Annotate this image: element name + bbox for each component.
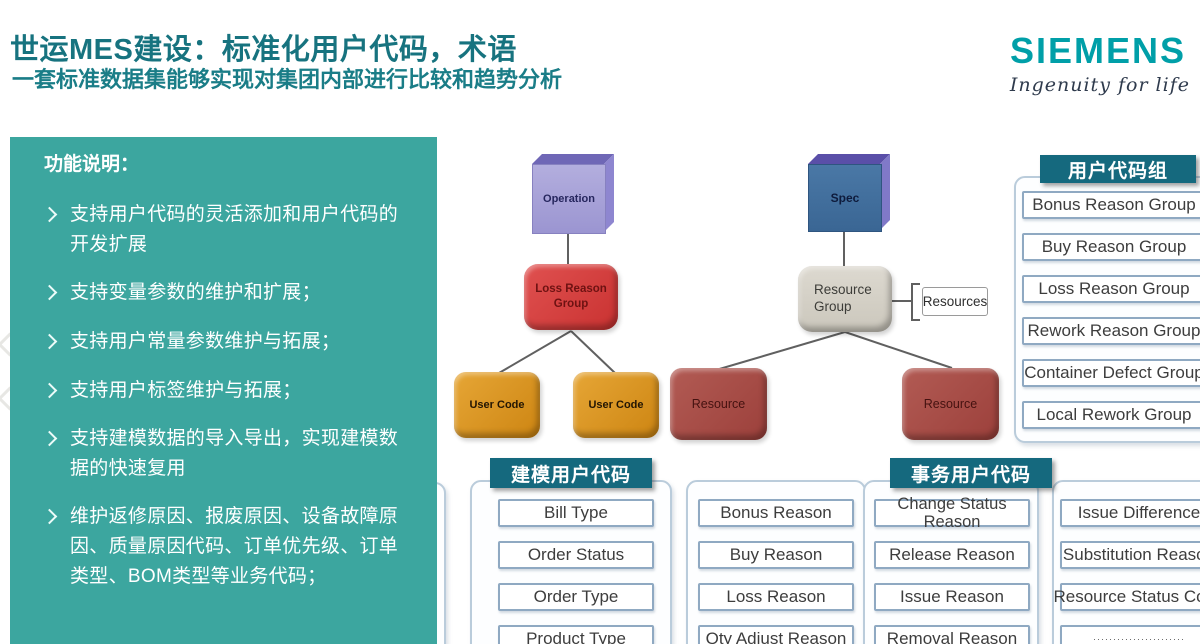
resource-group-node: Resource Group (798, 266, 892, 332)
list-item: Container Defect Group (1022, 359, 1200, 387)
arrow-right-icon (41, 382, 70, 415)
resources-label: Resources (922, 287, 988, 316)
list-item: Product Type (498, 625, 654, 644)
list-item: Local Rework Group (1022, 401, 1200, 429)
spec-cube-label: Spec (808, 164, 882, 232)
operation-cube-label: Operation (532, 164, 606, 234)
resource-node: Resource (670, 368, 767, 440)
list-item: Bill Type (498, 499, 654, 527)
arrow-right-icon (41, 430, 70, 492)
user-code-node: User Code (573, 372, 659, 438)
list-item: Substitution Reason (1060, 541, 1200, 569)
list-item: Issue Reason (874, 583, 1030, 611)
loss-reason-group-node: Loss Reason Group (524, 264, 618, 330)
cube-top-face (808, 154, 890, 164)
list-item: Bonus Reason (698, 499, 854, 527)
list-item: Order Status (498, 541, 654, 569)
bullet-text: 支持用户常量参数维护与拓展； (70, 330, 341, 352)
arrow-right-icon (41, 206, 70, 268)
list-item: 支持用户标签维护与拓展； (41, 376, 417, 406)
list-item: 支持用户代码的灵活添加和用户代码的开发扩展 (41, 200, 417, 259)
list-item: 支持用户常量参数维护与拓展； (41, 327, 417, 357)
list-item: Buy Reason Group (1022, 233, 1200, 261)
list-item: Removal Reason (874, 625, 1030, 644)
transaction-user-codes-header: 事务用户代码 (890, 458, 1052, 488)
list-item: Bonus Reason Group (1022, 191, 1200, 219)
arrow-right-icon (41, 333, 70, 366)
bullet-text: 维护返修原因、报废原因、设备故障原因、质量原因代码、订单优先级、订单类型、BOM… (70, 506, 399, 587)
list-item: Loss Reason (698, 583, 854, 611)
modeling-user-codes-header: 建模用户代码 (490, 458, 652, 488)
list-item: Release Reason (874, 541, 1030, 569)
list-item: 支持建模数据的导入导出，实现建模数据的快速复用 (41, 424, 417, 483)
siemens-tagline: Ingenuity for life (1009, 74, 1190, 96)
list-item: Order Type (498, 583, 654, 611)
list-item: ······················· (1060, 625, 1200, 644)
function-description-sidebar: 功能说明： 支持用户代码的灵活添加和用户代码的开发扩展 支持变量参数的维护和扩展… (10, 137, 437, 644)
list-item: Qty Adjust Reason (698, 625, 854, 644)
resource-node: Resource (902, 368, 999, 440)
arrow-right-icon (41, 509, 70, 600)
spec-cube: Spec (808, 154, 890, 232)
list-item: Issue Difference (1060, 499, 1200, 527)
siemens-logo: SIEMENS (1009, 30, 1186, 71)
sidebar-heading: 功能说明： (44, 154, 140, 175)
list-item: 支持变量参数的维护和扩展； (41, 278, 417, 308)
bullet-text: 支持用户代码的灵活添加和用户代码的开发扩展 (70, 204, 399, 255)
user-code-groups-header: 用户代码组 (1040, 155, 1196, 183)
page-subtitle: 一套标准数据集能够实现对集团内部进行比较和趋势分析 (12, 67, 563, 92)
cube-top-face (532, 154, 614, 164)
bullet-text: 支持建模数据的导入导出，实现建模数据的快速复用 (70, 428, 399, 479)
page-title: 世运MES建设：标准化用户代码，术语 (10, 34, 517, 66)
bullet-text: 支持变量参数的维护和扩展； (70, 282, 321, 304)
operation-cube: Operation (532, 154, 614, 234)
arrow-right-icon (41, 284, 70, 317)
list-item: Change Status Reason (874, 495, 1030, 531)
list-item: 维护返修原因、报废原因、设备故障原因、质量原因代码、订单优先级、订单类型、BOM… (41, 502, 417, 591)
user-code-node: User Code (454, 372, 540, 438)
list-item: Rework Reason Group (1022, 317, 1200, 345)
list-item: Buy Reason (698, 541, 854, 569)
list-item: Resource Status Code (1053, 583, 1200, 611)
bullet-text: 支持用户标签维护与拓展； (70, 379, 302, 401)
list-item: Loss Reason Group (1022, 275, 1200, 303)
